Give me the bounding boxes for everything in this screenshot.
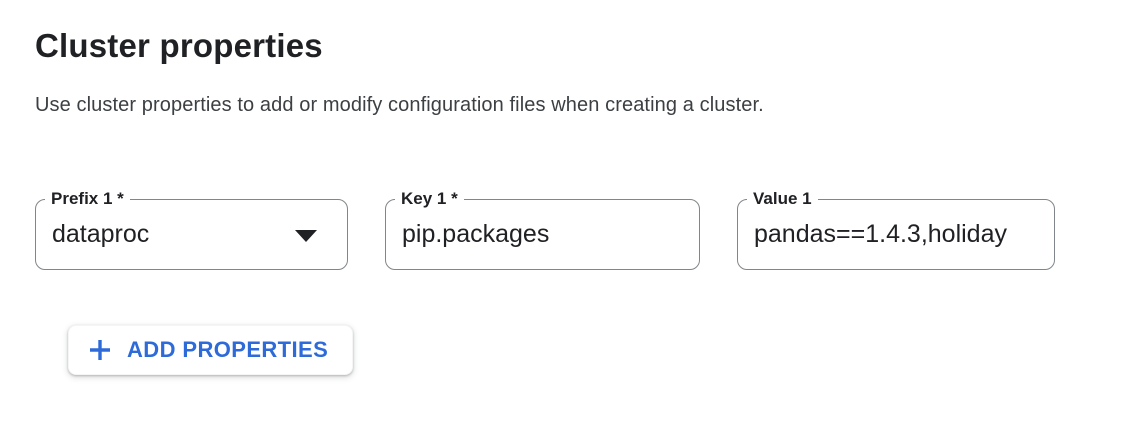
value-input[interactable] — [738, 200, 1054, 269]
cluster-properties-section: Cluster properties Use cluster propertie… — [35, 27, 1122, 375]
section-description: Use cluster properties to add or modify … — [35, 94, 764, 116]
caret-down-icon — [295, 229, 317, 242]
property-row: Prefix 1 * dataproc Key 1 * Value 1 — [35, 188, 1122, 270]
prefix-selected-value: dataproc — [52, 220, 150, 248]
plus-icon — [90, 340, 110, 360]
key-field: Key 1 * — [385, 188, 700, 270]
value-field: Value 1 — [737, 188, 1055, 270]
key-input[interactable] — [386, 200, 699, 269]
add-properties-label: ADD PROPERTIES — [127, 337, 329, 362]
prefix-dropdown[interactable]: Prefix 1 * dataproc — [35, 188, 348, 270]
add-properties-button[interactable]: ADD PROPERTIES — [68, 325, 354, 375]
prefix-field-label: Prefix 1 * — [45, 188, 130, 209]
page-title: Cluster properties — [35, 27, 323, 64]
key-field-label: Key 1 * — [395, 188, 464, 209]
value-field-label: Value 1 — [747, 188, 818, 209]
